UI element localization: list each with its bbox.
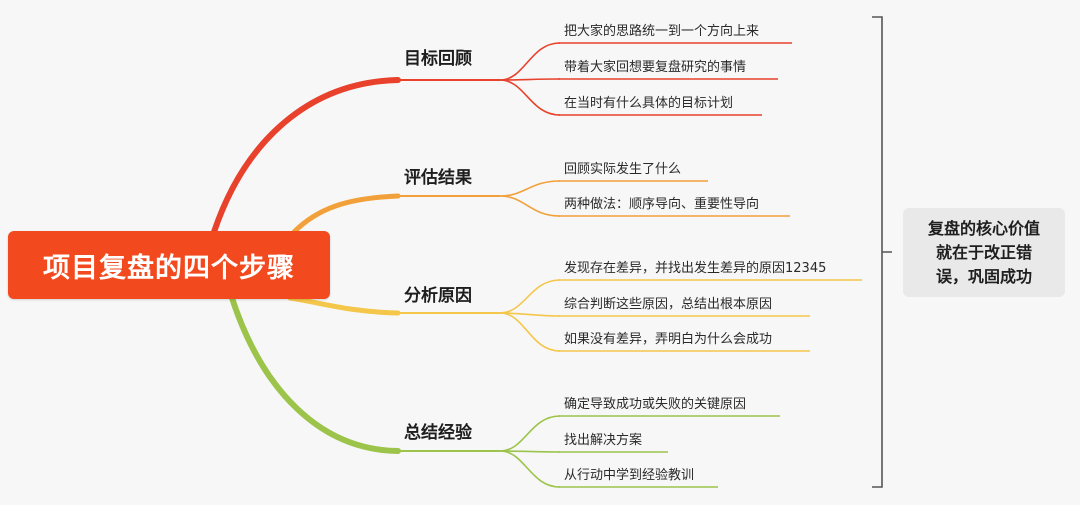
connector-b1-l1 bbox=[499, 42, 561, 81]
leaf-eval-1[interactable]: 回顾实际发生了什么 bbox=[564, 162, 682, 177]
leaf-goal-1[interactable]: 把大家的思路统一到一个方向上来 bbox=[564, 24, 760, 39]
summary-line: 误，巩固成功 bbox=[935, 266, 1032, 286]
summary-line: 就在于改正错 bbox=[935, 242, 1032, 262]
connector-b1-l2 bbox=[499, 78, 561, 81]
connector-b4-l2 bbox=[499, 450, 561, 453]
summary-callout[interactable]: 复盘的核心价值 就在于改正错 误，巩固成功 bbox=[903, 208, 1065, 297]
leaf-summary-3[interactable]: 从行动中学到经验教训 bbox=[564, 468, 695, 483]
connector-b2-l1 bbox=[499, 180, 561, 197]
branch-evaluate-results[interactable]: 评估结果 bbox=[404, 168, 472, 188]
connector-root-b1 bbox=[211, 77, 401, 235]
branch-summarize-lessons[interactable]: 总结经验 bbox=[404, 423, 472, 443]
leaf-goal-2[interactable]: 带着大家回想要复盘研究的事情 bbox=[564, 60, 747, 75]
connector-root-b4 bbox=[229, 295, 401, 454]
leaf-analyze-2[interactable]: 综合判断这些原因，总结出根本原因 bbox=[564, 297, 773, 312]
connector-root-b3 bbox=[287, 295, 401, 316]
root-title: 项目复盘的四个步骤 bbox=[43, 252, 295, 284]
connector-b3-l1 bbox=[499, 279, 561, 314]
leaf-goal-3[interactable]: 在当时有什么具体的目标计划 bbox=[564, 96, 734, 111]
connector-b3-l3 bbox=[499, 312, 561, 352]
leaf-eval-2[interactable]: 两种做法：顺序导向、重要性导向 bbox=[564, 197, 760, 212]
root-topic[interactable]: 项目复盘的四个步骤 bbox=[8, 231, 330, 299]
connector-root-b2 bbox=[291, 193, 401, 235]
summary-bracket bbox=[872, 16, 892, 488]
branch-goal-review[interactable]: 目标回顾 bbox=[404, 49, 472, 69]
connector-b1-l3 bbox=[499, 79, 561, 116]
connector-b4-l3 bbox=[499, 450, 561, 488]
connector-b4-l1 bbox=[499, 415, 561, 452]
leaf-analyze-1[interactable]: 发现存在差异，并找出发生差异的原因12345 bbox=[564, 261, 827, 276]
leaf-summary-2[interactable]: 找出解决方案 bbox=[564, 433, 643, 448]
branch-analyze-causes[interactable]: 分析原因 bbox=[404, 286, 472, 306]
summary-line: 复盘的核心价值 bbox=[927, 218, 1040, 238]
connector-b2-l2 bbox=[499, 195, 561, 217]
leaf-summary-1[interactable]: 确定导致成功或失败的关键原因 bbox=[564, 397, 747, 412]
leaf-analyze-3[interactable]: 如果没有差异，弄明白为什么会成功 bbox=[564, 332, 773, 347]
